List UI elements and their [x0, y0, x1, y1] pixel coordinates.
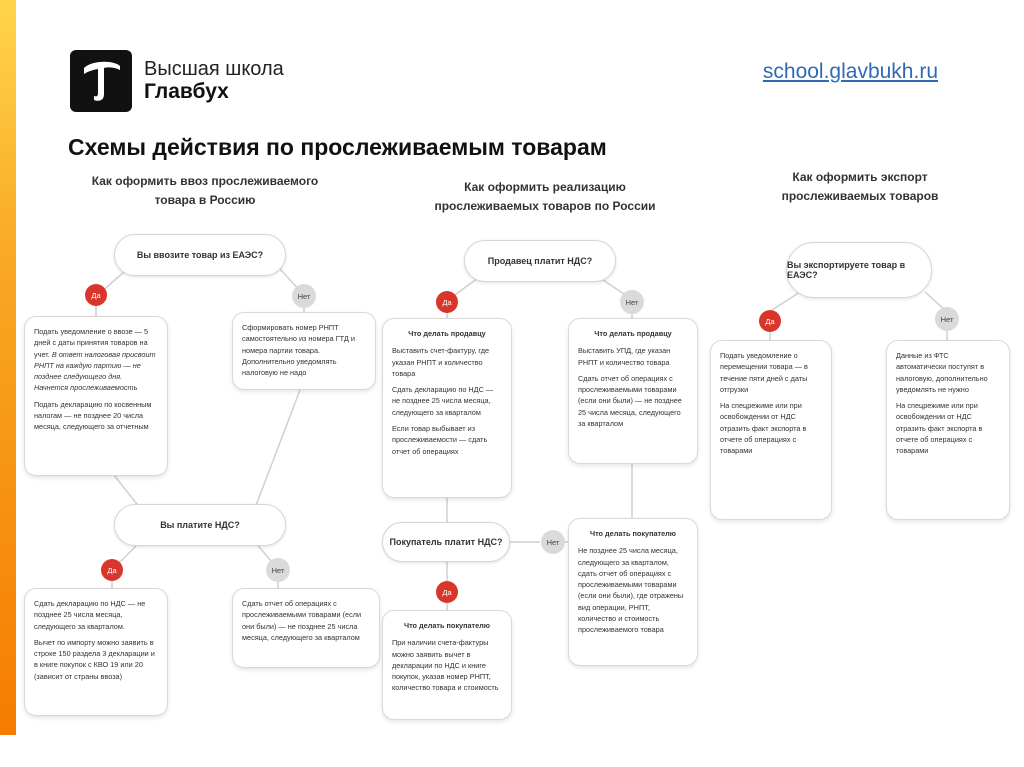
import-vat-no-card: Сдать отчет об операциях с прослеживаемы…: [232, 588, 380, 668]
page-title: Схемы действия по прослеживаемым товарам: [68, 134, 607, 160]
import-vat-no-text: Сдать отчет об операциях с прослеживаемы…: [242, 599, 362, 642]
export-no-p2: На спецрежиме или при освобождении от НД…: [896, 401, 983, 456]
import-yes-declaration: Подать декларацию по косвенным налогам —…: [34, 399, 152, 432]
import-no-text: Сформировать номер РНПТ самостоятельно и…: [242, 323, 355, 378]
import-vat-no-badge: Нет: [266, 558, 290, 582]
sale-seller-vat-p2: Сдать декларацию по НДС — не позднее 25 …: [392, 385, 494, 417]
import-vat-yes-card: Сдать декларацию по НДС — не позднее 25 …: [24, 588, 168, 716]
export-yes-p1: Подать уведомление о перемещении товара …: [720, 351, 808, 394]
sale-buyer-vat-card: Что делать покупателю При наличии счета-…: [382, 610, 512, 720]
import-yes-italic: В ответ налоговая присвоит РНПТ на кажду…: [34, 349, 156, 393]
accent-bar: [0, 0, 16, 735]
sale-seller-novat-card: Что делать продавцу Выставить УПД, где у…: [568, 318, 698, 464]
sale-seller-vat-p1: Выставить счет-фактуру, где указан РНПТ …: [392, 346, 490, 378]
export-question-eaeu: Вы экспортируете товар в ЕАЭС?: [786, 242, 932, 298]
import-question-vat: Вы платите НДС?: [114, 504, 286, 546]
export-yes-card: Подать уведомление о перемещении товара …: [710, 340, 832, 520]
logo: Высшая школа Главбух: [70, 50, 284, 112]
sale-seller-vat-p3: Если товар выбывает из прослеживаемости …: [392, 424, 488, 456]
logo-text-bottom: Главбух: [144, 80, 229, 104]
export-no-card: Данные из ФТС автоматически поступят в н…: [886, 340, 1010, 520]
export-no-badge: Нет: [935, 307, 959, 331]
import-no-card: Сформировать номер РНПТ самостоятельно и…: [232, 312, 376, 390]
export-yes-p2: На спецрежиме или при освобождении от НД…: [720, 401, 807, 456]
sale-question-seller: Продавец платит НДС?: [464, 240, 616, 282]
export-title: Как оформить экспорт прослеживаемых това…: [781, 170, 939, 204]
sale-yes-badge: Да: [436, 291, 458, 313]
import-yes-card: Подать уведомление о ввозе — 5 дней с да…: [24, 316, 168, 476]
sale-buyer-novat-card: Что делать покупателю Не позднее 25 числ…: [568, 518, 698, 666]
sale-buyer-vat-title: Что делать покупателю: [403, 621, 491, 630]
sale-seller-novat-p1: Выставить УПД, где указан РНПТ и количес…: [578, 346, 671, 367]
sale-seller-novat-p2: Сдать отчет об операциях с прослеживаемы…: [578, 373, 682, 429]
import-question-eaeu: Вы ввозите товар из ЕАЭС?: [114, 234, 286, 276]
sale-buyer-novat-p1: Не позднее 25 числа месяца, следующего з…: [578, 546, 684, 635]
export-yes-badge: Да: [759, 310, 781, 332]
export-no-p1: Данные из ФТС автоматически поступят в н…: [896, 351, 988, 394]
sale-buyer-no-badge: Нет: [541, 530, 565, 554]
import-vat-yes-p1: Сдать декларацию по НДС — не позднее 25 …: [34, 599, 146, 631]
sale-seller-novat-title: Что делать продавцу: [594, 329, 672, 338]
sale-title: Как оформить реализацию прослеживаемых т…: [434, 180, 656, 214]
sale-seller-vat-title: Что делать продавцу: [408, 329, 486, 338]
import-yes-text: Подать уведомление о ввозе — 5 дней с да…: [34, 327, 149, 359]
import-title: Как оформить ввоз прослеживаемого товара…: [91, 174, 319, 208]
site-link[interactable]: school.glavbukh.ru: [762, 60, 938, 83]
import-yes-badge: Да: [85, 284, 107, 306]
sale-buyer-yes-badge: Да: [436, 581, 458, 603]
sale-no-badge: Нет: [620, 290, 644, 314]
sale-seller-vat-card: Что делать продавцу Выставить счет-факту…: [382, 318, 512, 498]
logo-mark-icon: [70, 50, 132, 112]
sale-buyer-novat-title: Что делать покупателю: [589, 529, 677, 538]
import-no-badge: Нет: [292, 284, 316, 308]
logo-text-top: Высшая школа: [144, 58, 284, 81]
sale-buyer-vat-p1: При наличии счета-фактуры можно заявить …: [392, 638, 499, 693]
sale-question-buyer: Покупатель платит НДС?: [382, 522, 510, 562]
import-vat-yes-badge: Да: [101, 559, 123, 581]
import-vat-yes-p2: Вычет по импорту можно заявить в строке …: [34, 637, 155, 681]
